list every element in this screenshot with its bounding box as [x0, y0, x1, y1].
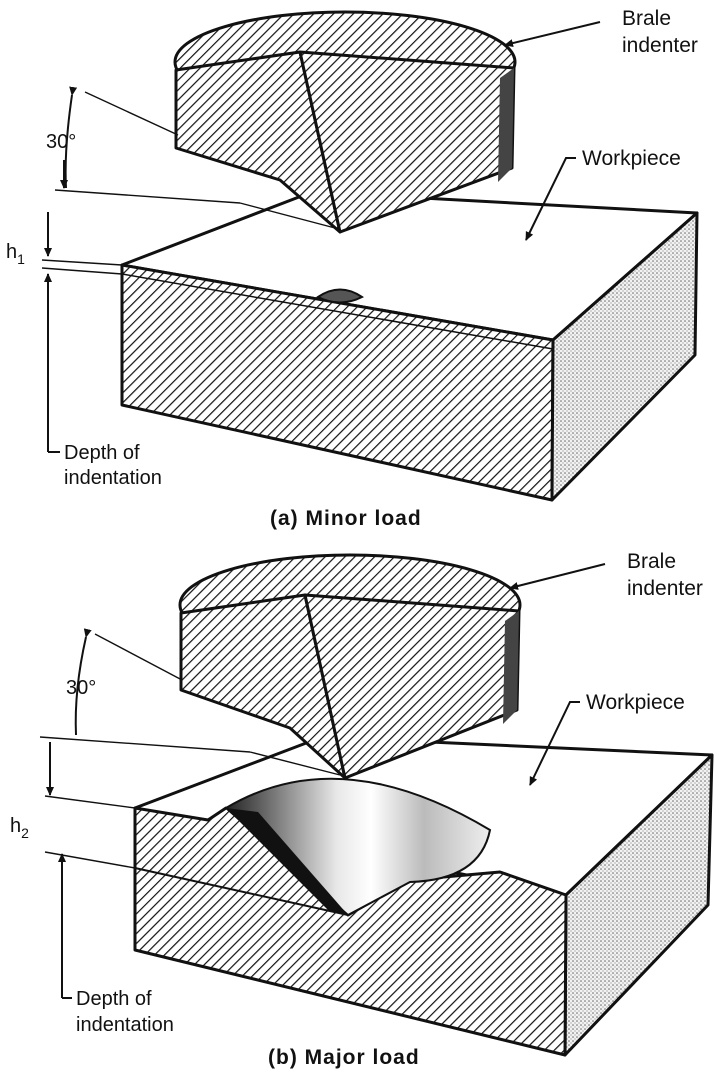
indenter-axis-line — [239, 202, 336, 229]
angle-label: 30° — [46, 131, 76, 153]
indenter-cone-left — [179, 593, 347, 780]
brale-indenter — [173, 10, 517, 234]
depth-label-line2: indentation — [64, 467, 162, 489]
angle-arc — [74, 628, 92, 736]
caption-major-load: (b) Major load — [268, 1046, 420, 1069]
major-load-layer-line — [134, 867, 349, 916]
workpiece-label: Workpiece — [582, 147, 681, 170]
angle-line-lower — [39, 736, 251, 753]
indenter-axis-line — [249, 751, 341, 776]
brale-indenter — [178, 553, 522, 780]
crater-shadow-edge — [226, 808, 348, 915]
indenter-label-line2: indenter — [627, 577, 703, 600]
indenter-label-line1: Brale — [627, 550, 676, 573]
panel-major-load: 30° h2 Depth of indentation Brale indent… — [10, 550, 714, 1069]
h1-label: h1 — [6, 241, 25, 267]
indenter-label-line2: indenter — [622, 34, 698, 57]
angle-line-upper — [94, 633, 183, 681]
indentation-mark — [316, 288, 364, 304]
indenter-side-shadow — [503, 611, 519, 724]
h2-ref-line-bottom — [44, 851, 136, 869]
indentation-crater — [224, 777, 492, 917]
indenter-callout-arrow — [504, 21, 601, 48]
workpiece-block — [120, 190, 699, 502]
panel-minor-load: 30° h1 Depth of indentation Brale indent… — [6, 7, 699, 530]
workpiece-callout-arrow — [529, 701, 580, 786]
h2-label: h2 — [10, 815, 29, 841]
angle-line-lower — [54, 189, 241, 204]
angle-line-upper — [84, 91, 179, 136]
h2-ref-line-top — [44, 795, 136, 809]
indenter-label-line1: Brale — [622, 7, 671, 30]
depth-label-line2: indentation — [76, 1014, 174, 1036]
workpiece-side-face — [550, 211, 699, 502]
depth-label-line1: Depth of — [64, 442, 140, 464]
workpiece-callout-arrow — [525, 157, 576, 241]
angle-label: 30° — [66, 677, 96, 699]
minor-load-layer-line — [121, 273, 554, 350]
workpiece-label: Workpiece — [586, 691, 685, 714]
indenter-side-shadow — [498, 68, 514, 182]
h1-ref-line-bottom — [41, 267, 123, 275]
caption-minor-load: (a) Minor load — [270, 507, 422, 530]
indenter-cone-left — [174, 50, 342, 234]
h1-ref-line-top — [41, 259, 123, 266]
indenter-callout-arrow — [509, 563, 606, 590]
depth-label-line1: Depth of — [76, 988, 152, 1010]
workpiece-block — [133, 735, 714, 1057]
